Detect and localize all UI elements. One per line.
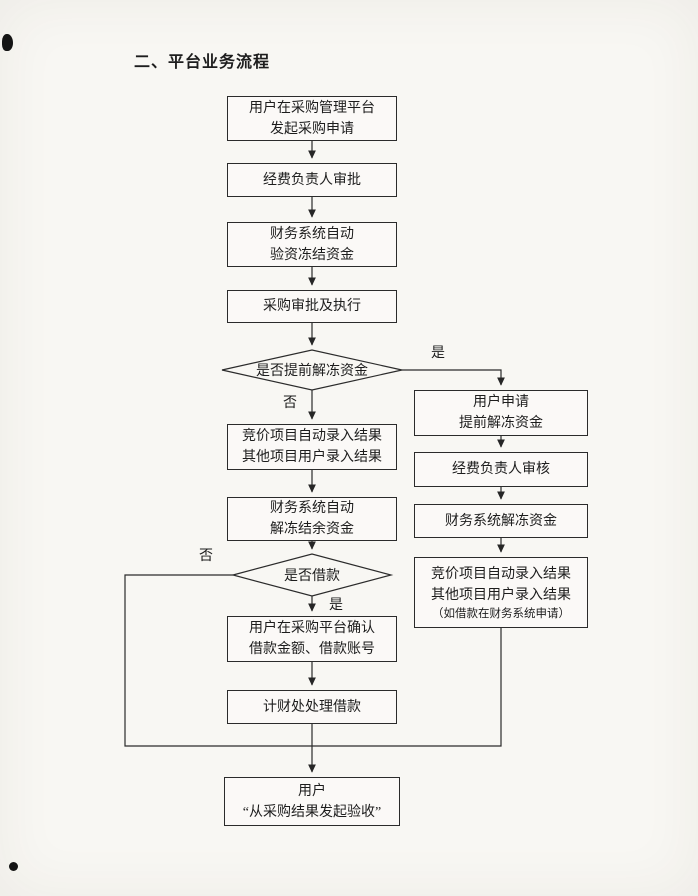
node-apply-early-unfreeze-label: 用户申请 提前解冻资金 [459, 395, 543, 431]
node-apply-early-unfreeze: 用户申请 提前解冻资金 [414, 390, 588, 436]
node-freeze-funds: 财务系统自动 验资冻结资金 [227, 222, 397, 267]
node-system-unfreeze: 财务系统解冻资金 [414, 504, 588, 538]
node-confirm-loan: 用户在采购平台确认 借款金额、借款账号 [227, 616, 397, 662]
node-enter-results-right-note: （如借款在财务系统申请） [432, 607, 570, 620]
node-enter-results-right: 竞价项目自动录入结果 其他项目用户录入结果 （如借款在财务系统申请） [414, 557, 588, 628]
branch-label-no-early-unfreeze: 否 [283, 396, 297, 411]
branch-label-yes-loan: 是 [329, 598, 343, 613]
page-title: 二、平台业务流程 [134, 54, 271, 71]
node-acceptance: 用户 “从采购结果发起验收” [224, 777, 400, 826]
node-procurement-exec-label: 采购审批及执行 [263, 299, 361, 314]
branch-label-no-loan: 否 [199, 549, 213, 564]
node-acceptance-label: 用户 “从采购结果发起验收” [242, 783, 382, 820]
node-finance-office-loan-label: 计财处处理借款 [263, 699, 361, 715]
node-unfreeze-balance-label: 财务系统自动 解冻结余资金 [270, 501, 354, 537]
node-system-unfreeze-label: 财务系统解冻资金 [445, 513, 557, 529]
node-procurement-exec: 采购审批及执行 [227, 290, 397, 323]
decision-early-unfreeze-label: 是否提前解冻资金 [256, 364, 368, 379]
node-budget-approval: 经费负责人审批 [227, 163, 397, 197]
scan-artifact [2, 34, 13, 51]
node-enter-results: 竞价项目自动录入结果 其他项目用户录入结果 [227, 424, 397, 470]
node-finance-office-loan: 计财处处理借款 [227, 690, 397, 724]
node-start-request: 用户在采购管理平台 发起采购申请 [227, 96, 397, 141]
node-enter-results-label: 竞价项目自动录入结果 其他项目用户录入结果 [242, 429, 382, 465]
node-enter-results-right-label: 竞价项目自动录入结果 其他项目用户录入结果 [431, 566, 571, 603]
decision-early-unfreeze: 是否提前解冻资金 [232, 358, 392, 382]
branch-label-yes-early-unfreeze: 是 [431, 346, 445, 361]
node-budget-approval-label: 经费负责人审批 [263, 172, 361, 188]
node-freeze-funds-label: 财务系统自动 验资冻结资金 [270, 226, 354, 263]
scan-artifact [9, 862, 18, 871]
node-budget-review-label: 经费负责人审核 [452, 462, 550, 477]
decision-loan-label: 是否借款 [284, 569, 340, 584]
node-confirm-loan-label: 用户在采购平台确认 借款金额、借款账号 [249, 621, 375, 657]
node-budget-review: 经费负责人审核 [414, 452, 588, 487]
node-start-request-label: 用户在采购管理平台 发起采购申请 [249, 100, 375, 137]
node-unfreeze-balance: 财务系统自动 解冻结余资金 [227, 497, 397, 541]
decision-loan: 是否借款 [262, 563, 362, 587]
